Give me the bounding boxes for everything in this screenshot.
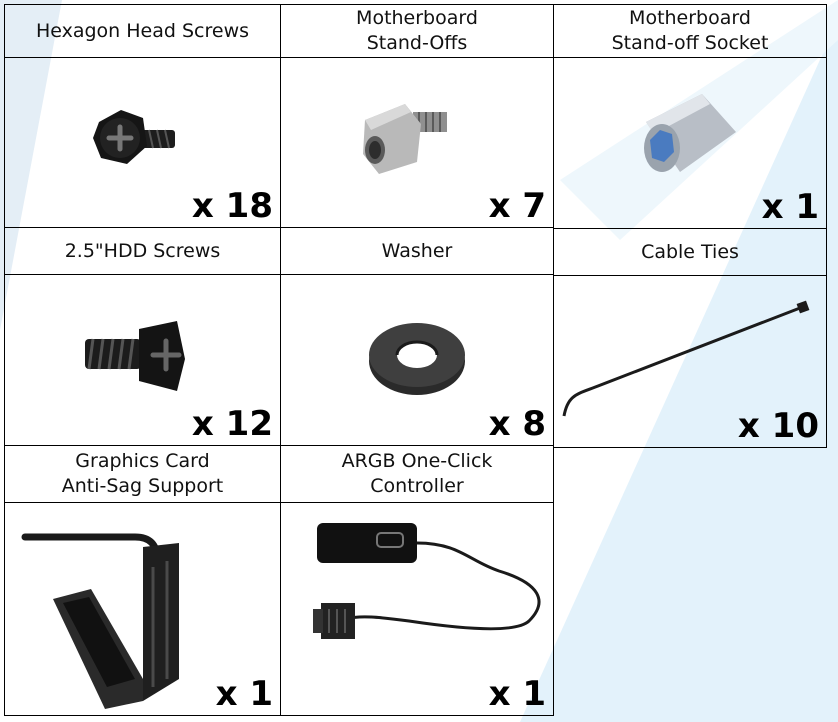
item-cell-washer: x 8 [280,274,554,446]
item-label: Graphics Card Anti-Sag Support [4,445,281,503]
item-quantity: x 1 [761,187,819,227]
socket-icon [644,94,736,173]
item-quantity: x 12 [191,404,273,444]
item-quantity: x 10 [737,406,819,446]
item-cell-standoffs: x 7 [280,57,554,228]
hex-head-screw-icon [93,110,175,164]
item-cell-argb-controller: x 1 [280,502,554,716]
washer-icon [369,323,465,395]
item-label: Motherboard Stand-off Socket [553,3,827,59]
item-quantity: x 1 [215,674,273,714]
item-label: 2.5"HDD Screws [4,227,281,275]
item-label: Washer [280,227,554,275]
item-quantity: x 18 [191,186,273,226]
item-quantity: x 8 [488,404,546,444]
accessories-table-right-column: Motherboard Stand-off Socket x 1 Cable T… [553,3,827,448]
item-label: Hexagon Head Screws [4,4,281,58]
item-label: ARGB One-Click Controller [280,445,554,503]
hdd-screw-icon [85,321,185,391]
argb-controller-icon [313,523,541,639]
item-label: Cable Ties [553,227,827,277]
item-quantity: x 7 [488,186,546,226]
item-cell-hdd-screws: x 12 [4,274,281,446]
item-label: Motherboard Stand-Offs [280,4,554,58]
cable-tie-icon [562,300,810,417]
item-cell-anti-sag: x 1 [4,502,281,716]
item-cell-cable-ties: x 10 [553,275,827,448]
anti-sag-bracket-icon [21,533,179,709]
item-cell-socket: x 1 [553,57,827,229]
item-quantity: x 1 [488,674,546,714]
standoff-icon [363,104,447,174]
accessories-table: Hexagon Head Screws Motherboard Stand-Of… [4,4,554,716]
item-cell-hex-screws: x 18 [4,57,281,228]
